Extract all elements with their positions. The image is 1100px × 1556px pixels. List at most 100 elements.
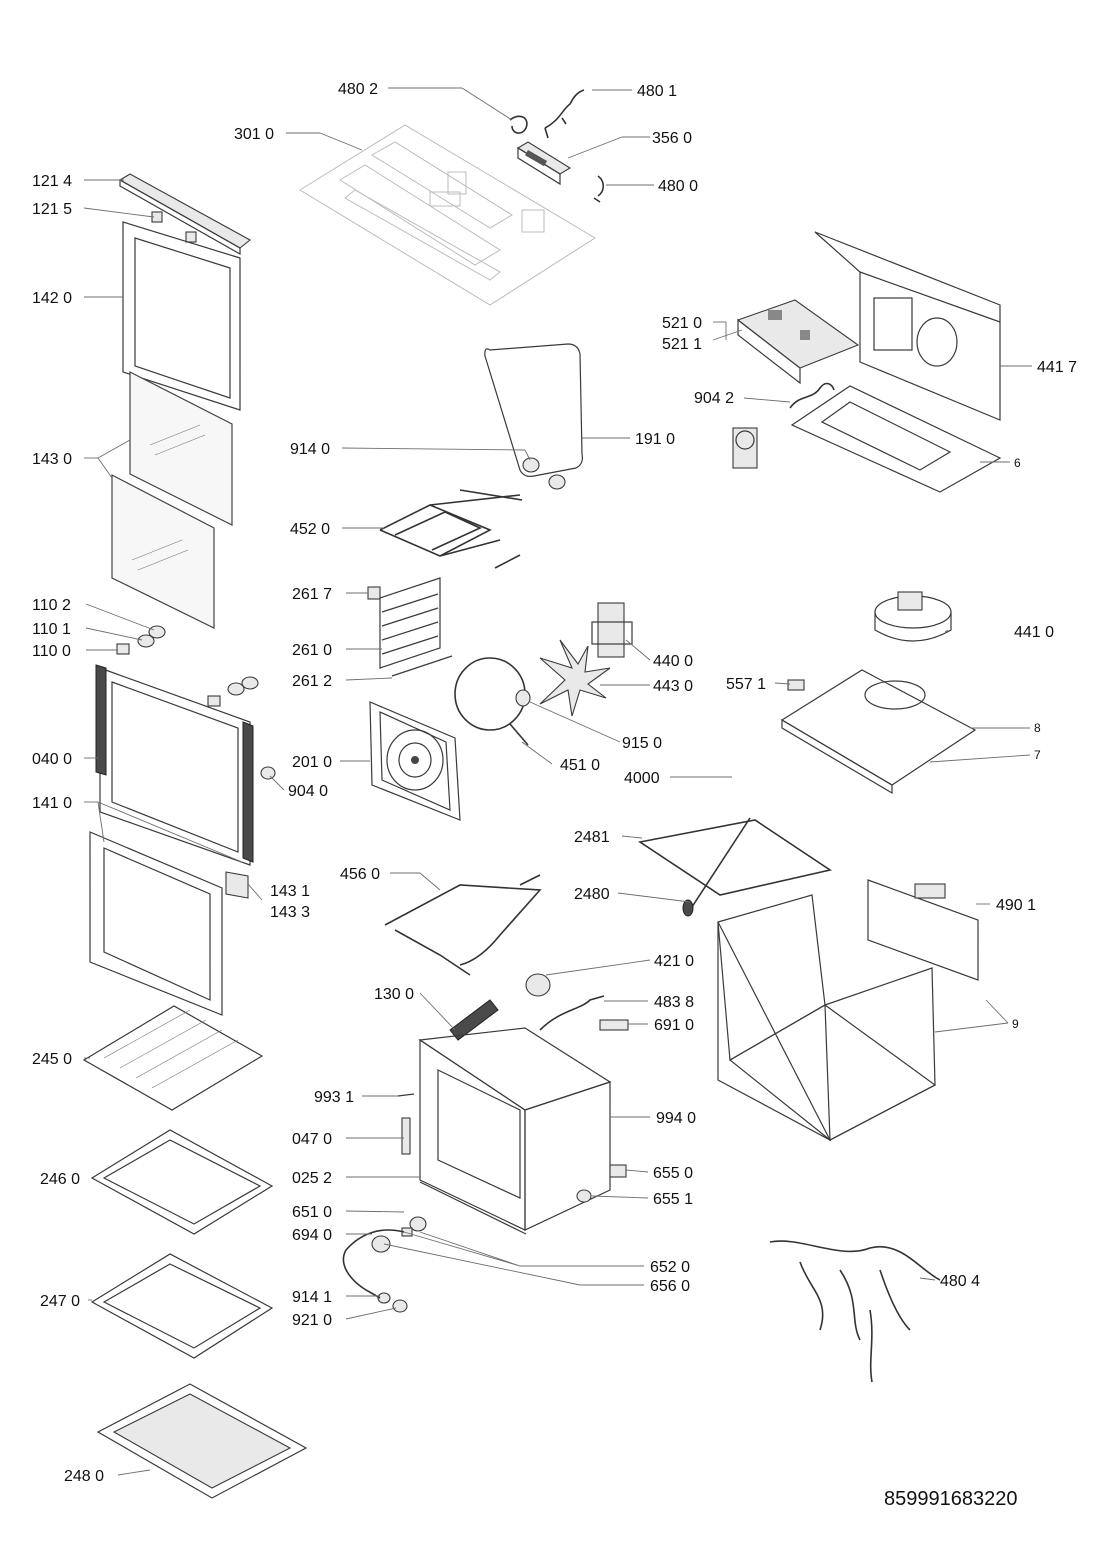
shelf-runners [367,577,453,677]
document-number: 859991683220 [884,1488,1018,1510]
control-wires [509,89,605,203]
base-plate [790,385,1002,493]
door-top-trim [118,173,251,256]
callout-904-2: 904 2 [694,390,734,407]
callout-480-4: 480 4 [940,1273,980,1290]
callout-121-5: 121 5 [32,201,72,218]
callout-110-1: 110 1 [32,621,71,638]
callout-994-0: 994 0 [656,1110,696,1127]
rear-housing [814,231,1001,421]
back-cover-plate [867,879,979,981]
callout-993-1: 993 1 [314,1089,354,1106]
callout-443-0: 443 0 [653,678,693,695]
power-board [736,299,860,385]
callout-921-0: 921 0 [292,1312,332,1329]
callout-261-0: 261 0 [292,642,332,659]
callout-121-4: 121 4 [32,173,72,190]
callout-191-0: 191 0 [635,431,675,448]
callout-451-0: 451 0 [560,757,600,774]
baking-tray-shallow [90,1129,274,1235]
callout-246-0: 246 0 [40,1171,80,1188]
door-glass-panes [111,371,233,629]
callout-480-2: 480 2 [338,81,378,98]
top-plate [780,669,977,795]
callout-301-0: 301 0 [234,126,274,143]
hinge-discs [116,625,259,707]
callout-557-1: 557 1 [726,676,766,693]
callout-261-2: 261 2 [292,673,332,690]
callout-904-0: 904 0 [288,783,328,800]
callout-655-1: 655 1 [653,1191,693,1208]
fan-blade [539,639,611,717]
callout-143-0: 143 0 [32,451,72,468]
bottom-element [384,874,542,976]
control-panel-glass [299,124,596,306]
callout-025-2: 025 2 [292,1170,332,1187]
door-assembly [89,664,254,1016]
callout-456-0: 456 0 [340,866,380,883]
callout-480-1: 480 1 [637,83,677,100]
hinge-bracket [401,1117,411,1155]
fan-motor [591,602,633,658]
door-switch [576,1164,627,1203]
callout-8: 8 [1034,721,1041,735]
callout-245-0: 245 0 [32,1051,72,1068]
small-motor [525,973,551,997]
callout-047-0: 047 0 [292,1131,332,1148]
callout-652-0: 652 0 [650,1259,690,1276]
callout-201-0: 201 0 [292,754,332,771]
callout-110-2: 110 2 [32,597,71,614]
callout-040-0: 040 0 [32,751,72,768]
cooling-fan [874,591,952,642]
control-board [516,141,572,186]
callout-440-0: 440 0 [653,653,693,670]
fan-nut [515,689,531,707]
callout-143-1: 143 1 [270,883,310,900]
callout-142-0: 142 0 [32,290,72,307]
callout-441-7: 441 7 [1037,359,1077,376]
small-cap [260,766,276,780]
socket-connector [599,1019,629,1031]
callout-130-0: 130 0 [374,986,414,1003]
callout-247-0: 247 0 [40,1293,80,1310]
roller-wheels [522,457,566,490]
board-wire [789,382,835,409]
door-gasket [484,343,583,477]
oven-outer-casing [717,894,937,1142]
callout-7: 7 [1034,748,1041,762]
callout-261-7: 261 7 [292,586,332,603]
callout-441-0: 441 0 [1014,624,1054,641]
callout-9: 9 [1012,1017,1019,1031]
callout-655-0: 655 0 [653,1165,693,1182]
oven-gasket [637,819,832,896]
callout-143-3: 143 3 [270,904,310,921]
callout-452-0: 452 0 [290,521,330,538]
lamp-holder [732,427,758,469]
power-cable [539,995,605,1031]
callout-521-0: 521 0 [662,315,702,332]
wiring-harness [769,1240,941,1383]
callout-480-0: 480 0 [658,178,698,195]
probe-wire [342,1229,405,1299]
grill-element [379,489,523,569]
bottom-trim [419,1181,527,1235]
trim-brackets [151,211,197,243]
callout-651-0: 651 0 [292,1204,332,1221]
callout-2481: 2481 [574,829,610,846]
callout-490-1: 490 1 [996,897,1036,914]
callout-521-1: 521 1 [662,336,702,353]
callout-694-0: 694 0 [292,1227,332,1244]
grid-tray [96,1383,308,1499]
callout-914-1: 914 1 [292,1289,332,1306]
door-inner-frame [122,221,241,411]
oven-cavity [418,1027,612,1231]
door-latch [449,999,499,1041]
control-knobs [371,1216,427,1313]
callout-6: 6 [1014,456,1021,470]
callout-483-8: 483 8 [654,994,694,1011]
meat-probe [682,817,751,917]
callout-656-0: 656 0 [650,1278,690,1295]
callout-421-0: 421 0 [654,953,694,970]
callout-356-0: 356 0 [652,130,692,147]
